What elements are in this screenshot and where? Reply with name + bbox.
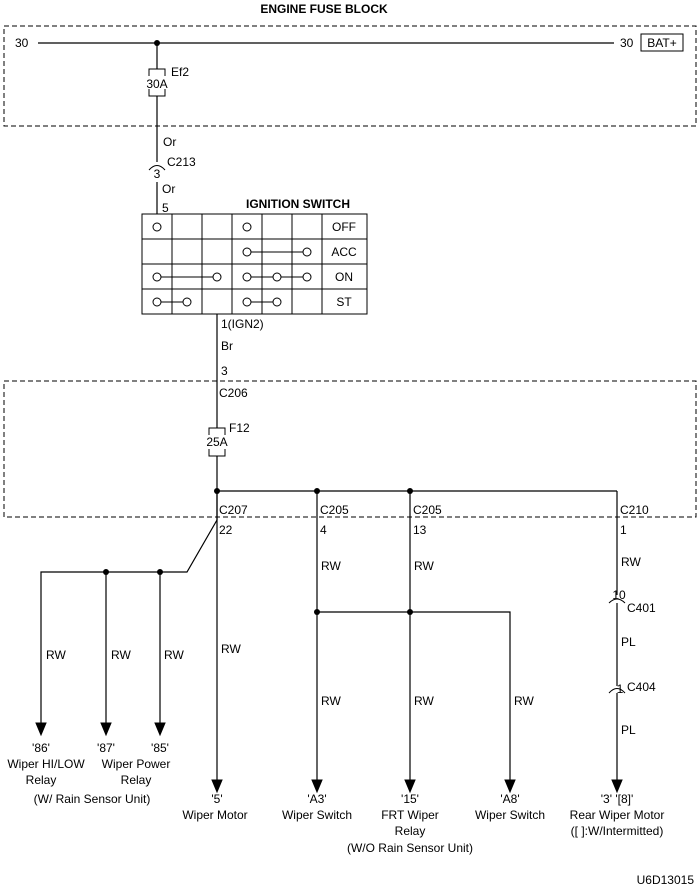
load-15-name: FRT Wiper bbox=[381, 808, 439, 822]
switch-output-pin: 1(IGN2) bbox=[221, 317, 264, 331]
switch-position-on: ON bbox=[335, 270, 353, 284]
wire-color-pl-2: PL bbox=[621, 723, 636, 737]
arrow-86 bbox=[35, 722, 47, 737]
branch-c207-label: C207 bbox=[219, 503, 248, 517]
load-85-pin: '85' bbox=[151, 741, 169, 755]
arrow-a3 bbox=[311, 779, 323, 794]
load-87-pin: '87' bbox=[97, 741, 115, 755]
wire-color-rw-86: RW bbox=[46, 648, 66, 662]
load-5-name: Wiper Motor bbox=[182, 808, 247, 822]
ignition-switch-title: IGNITION SWITCH bbox=[246, 197, 350, 211]
connector-c401-pin: 10 bbox=[612, 588, 626, 602]
connector-c404-symbol bbox=[608, 688, 626, 694]
arrow-87 bbox=[100, 722, 112, 737]
load-rear-pin: '3' '[8]' bbox=[601, 792, 634, 806]
load-85-name: Wiper Power bbox=[102, 757, 171, 771]
wire-color-rw-c205a: RW bbox=[321, 559, 341, 573]
wire-color-br: Br bbox=[221, 339, 233, 353]
wire-c207-to-relays bbox=[40, 491, 218, 723]
connector-c213-symbol bbox=[148, 165, 166, 171]
terminal-30-left: 30 bbox=[15, 36, 29, 50]
wire-color-rw-15: RW bbox=[414, 694, 434, 708]
switch-position-acc: ACC bbox=[331, 245, 357, 259]
connector-c213-pin: 3 bbox=[154, 167, 161, 181]
arrow-a8 bbox=[504, 779, 516, 794]
connector-c401-label: C401 bbox=[627, 601, 656, 615]
fuse-ef2-id: Ef2 bbox=[171, 65, 189, 79]
branch-c210-label: C210 bbox=[620, 503, 649, 517]
ignition-switch-grid bbox=[141, 213, 368, 315]
wire-color-rw-motor: RW bbox=[221, 642, 241, 656]
arrow-85 bbox=[154, 722, 166, 737]
wire-color-or-1: Or bbox=[163, 135, 176, 149]
connector-c401-symbol bbox=[608, 598, 626, 604]
fuse-f12-rating: 25A bbox=[206, 435, 227, 449]
junction-relay-87 bbox=[103, 569, 109, 575]
junction-a3-cross bbox=[314, 609, 320, 615]
switch-position-st: ST bbox=[336, 295, 352, 309]
switch-contacts bbox=[152, 222, 312, 307]
branch-c210-pin: 1 bbox=[620, 523, 627, 537]
branch-c205b-label: C205 bbox=[413, 503, 442, 517]
branch-c207-pin: 22 bbox=[219, 523, 233, 537]
diagram-code: U6D13015 bbox=[637, 873, 695, 887]
fuse-f12-id: F12 bbox=[229, 421, 250, 435]
load-a3-name: Wiper Switch bbox=[282, 808, 352, 822]
wire-color-rw-87: RW bbox=[111, 648, 131, 662]
load-5-pin: '5' bbox=[211, 792, 222, 806]
load-15-relay: Relay bbox=[395, 824, 426, 838]
load-85-relay: Relay bbox=[121, 773, 152, 787]
arrow-rear bbox=[611, 779, 623, 794]
wire-color-rw-a3: RW bbox=[321, 694, 341, 708]
connector-c213-label: C213 bbox=[167, 155, 196, 169]
junction-15-cross bbox=[407, 609, 413, 615]
switch-position-off: OFF bbox=[332, 220, 356, 234]
junction-relay-85 bbox=[157, 569, 163, 575]
load-a8-name: Wiper Switch bbox=[475, 808, 545, 822]
wire-color-pl-1: PL bbox=[621, 635, 636, 649]
load-rear-name: Rear Wiper Motor bbox=[570, 808, 665, 822]
arrow-15 bbox=[404, 779, 416, 794]
wire-to-a8 bbox=[317, 611, 511, 780]
lower-fuse-block-box bbox=[3, 380, 697, 518]
fuse-ef2-rating: 30A bbox=[146, 77, 167, 91]
c206-pin: 3 bbox=[221, 364, 228, 378]
wire-color-rw-c210: RW bbox=[621, 555, 641, 569]
engine-fuse-block-title: ENGINE FUSE BLOCK bbox=[260, 2, 388, 16]
branch-c205a-pin: 4 bbox=[320, 523, 327, 537]
engine-fuse-block-box bbox=[3, 25, 697, 127]
branch-c205b-pin: 13 bbox=[413, 523, 427, 537]
load-86-pin: '86' bbox=[32, 741, 50, 755]
load-86-name: Wiper HI/LOW bbox=[7, 757, 85, 771]
terminal-30-right: 30 bbox=[620, 36, 634, 50]
load-15-note: (W/O Rain Sensor Unit) bbox=[347, 841, 473, 855]
wire-color-or-2: Or bbox=[162, 182, 175, 196]
wire-color-rw-85: RW bbox=[164, 648, 184, 662]
load-a3-pin: 'A3' bbox=[307, 792, 326, 806]
battery-box bbox=[640, 33, 684, 52]
load-15-pin: '15' bbox=[401, 792, 419, 806]
connector-c404-pin: 1 bbox=[617, 682, 624, 696]
connector-c404-label: C404 bbox=[627, 680, 656, 694]
switch-pin-5: 5 bbox=[162, 201, 169, 215]
branch-c205a-label: C205 bbox=[320, 503, 349, 517]
load-86-relay: Relay bbox=[26, 773, 57, 787]
load-rear-note: ([ ]:W/Intermitted) bbox=[571, 824, 664, 838]
connector-c206-label: C206 bbox=[219, 386, 248, 400]
relay-rain-sensor-note: (W/ Rain Sensor Unit) bbox=[34, 792, 151, 806]
wire-color-rw-a8: RW bbox=[514, 694, 534, 708]
arrow-5 bbox=[211, 779, 223, 794]
battery-label: BAT+ bbox=[647, 36, 676, 50]
wire-color-rw-c205b: RW bbox=[414, 559, 434, 573]
load-a8-pin: 'A8' bbox=[500, 792, 519, 806]
